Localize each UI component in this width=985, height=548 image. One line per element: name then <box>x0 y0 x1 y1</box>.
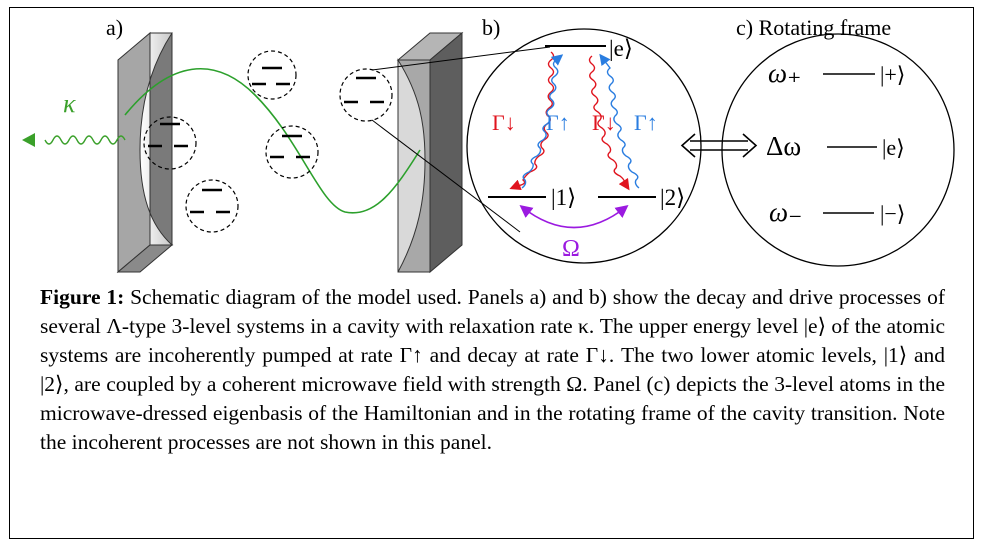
level-e-label: |e⟩ <box>609 36 633 61</box>
atom-circle-zoomed <box>339 68 393 122</box>
caption-label: Figure 1: <box>40 285 125 309</box>
gamma-down-label-left: Γ↓ <box>492 110 516 135</box>
gamma-up-arrow-left <box>521 54 564 189</box>
right-mirror <box>396 31 464 274</box>
zoom-line-top <box>371 46 551 71</box>
rot-omega-minus: ω₋ <box>769 197 802 227</box>
figure-frame <box>9 7 974 539</box>
kappa-arrowhead <box>22 133 35 147</box>
rot-level-e: |e⟩ <box>882 135 905 160</box>
gamma-down-arrow-right <box>588 55 630 191</box>
rot-omega-plus: ω₊ <box>768 58 801 88</box>
left-mirror <box>116 31 174 274</box>
rot-level-minus: |−⟩ <box>880 201 905 226</box>
gamma-up-label-right: Γ↑ <box>634 110 658 135</box>
gamma-up-label-left: Γ↑ <box>546 110 570 135</box>
omega-label: Ω <box>562 236 580 262</box>
atom-circle <box>265 125 319 179</box>
cavity-wave <box>124 67 421 214</box>
figure-caption: Figure 1: Schematic diagram of the model… <box>40 283 945 457</box>
panel-b-label: b) <box>482 15 500 40</box>
omega-coupling-arrow <box>519 205 629 229</box>
rot-level-plus: |+⟩ <box>880 62 905 87</box>
panel-c-label: c) Rotating frame <box>736 15 891 40</box>
level-2-label: |2⟩ <box>660 185 685 210</box>
panel-a-label: a) <box>106 15 123 40</box>
zoom-line-bottom <box>371 119 521 233</box>
kappa-wave <box>44 135 126 145</box>
level-1-label: |1⟩ <box>551 185 576 210</box>
atom-circle <box>247 50 297 100</box>
double-arrow-icon <box>680 133 758 158</box>
gamma-down-label-right: Γ↓ <box>592 110 616 135</box>
panel-c-circle <box>721 33 955 267</box>
caption-text: Schematic diagram of the model used. Pan… <box>40 285 945 454</box>
panel-b-circle <box>466 28 702 264</box>
rot-delta-omega: Δω <box>766 131 801 161</box>
kappa-label: κ <box>63 89 76 118</box>
atom-circle <box>143 116 197 170</box>
gamma-up-arrow-right <box>599 53 640 189</box>
atom-circle <box>185 179 239 233</box>
